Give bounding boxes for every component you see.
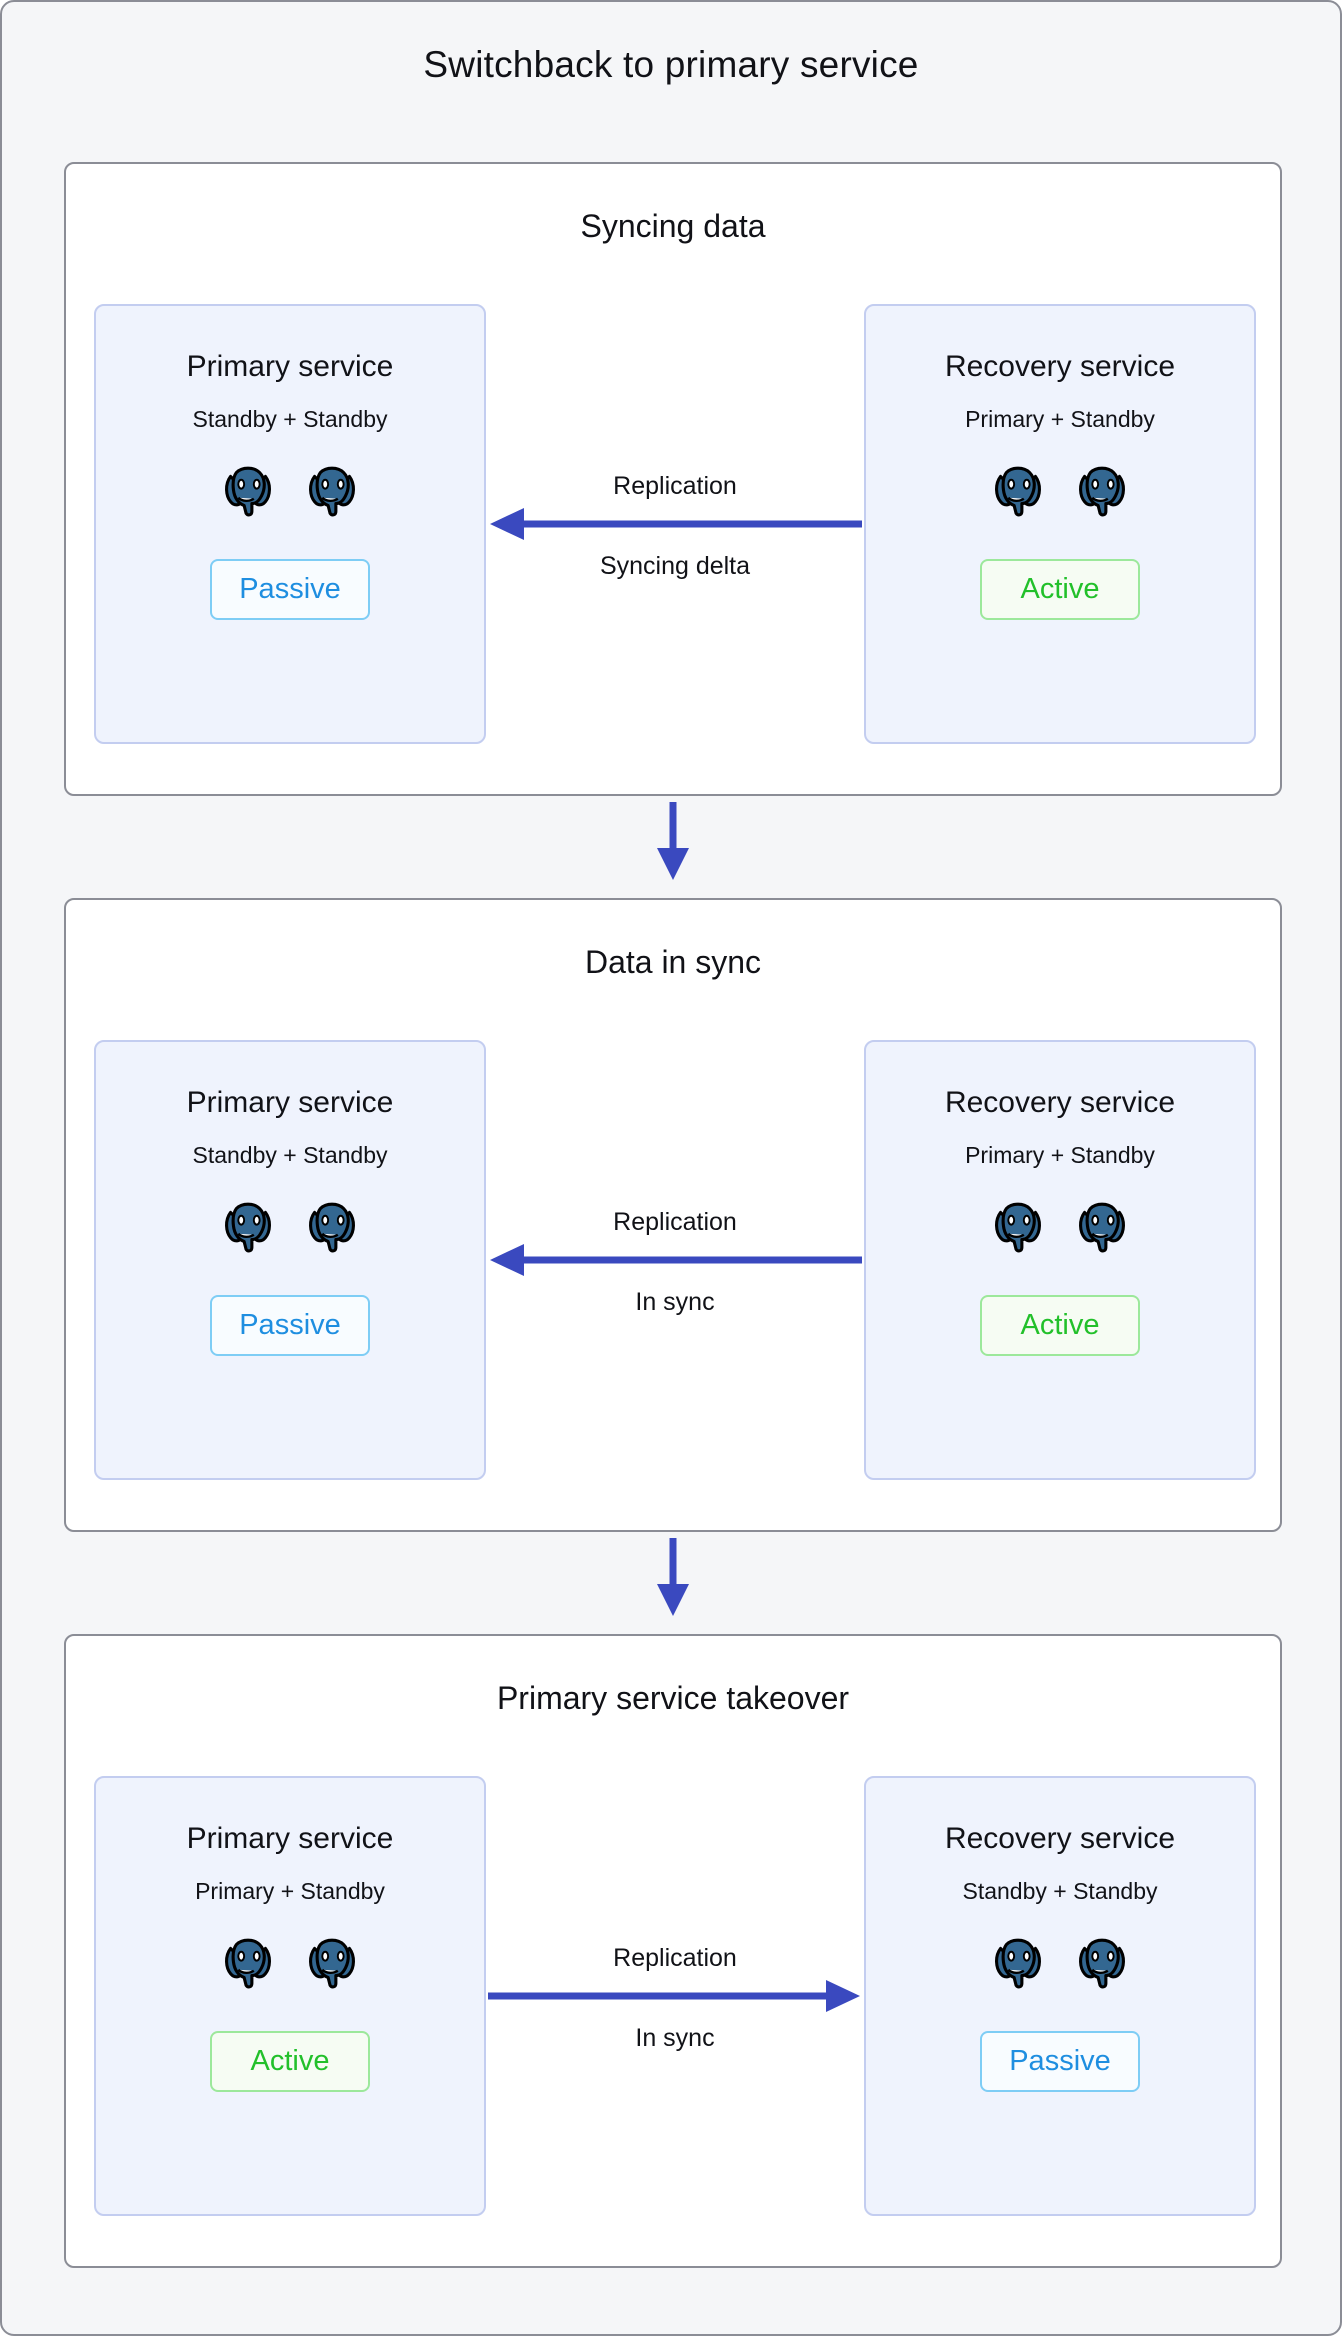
replication-label-bottom: Syncing delta	[599, 552, 751, 580]
replication-label-top: Replication	[613, 1944, 737, 1972]
replication-label-top: Replication	[613, 1208, 737, 1236]
service-role: Standby + Standby	[192, 406, 388, 432]
service-role: Primary + Standby	[965, 1142, 1155, 1168]
postgres-elephant-icon	[995, 466, 1041, 517]
database-node-row	[987, 1931, 1133, 1993]
service-card-primary[interactable]: Primary service Standby + Standby	[94, 1040, 486, 1480]
stage-panel-data-in-sync: Data in sync Primary service Standby + S…	[64, 898, 1282, 1532]
service-card-primary[interactable]: Primary service Primary + Standby	[94, 1776, 486, 2216]
service-name: Primary service	[186, 1086, 394, 1119]
replication-label-bottom: In sync	[635, 2024, 715, 2052]
postgres-elephant-icon	[309, 466, 355, 517]
diagram-title: Switchback to primary service	[423, 44, 919, 85]
stage-transition-arrow	[657, 802, 689, 880]
postgres-elephant-icon	[1079, 466, 1125, 517]
postgres-elephant-icon	[225, 1938, 271, 1989]
service-name: Recovery service	[944, 1822, 1176, 1855]
status-badge: Passive	[980, 2031, 1140, 2092]
service-card-recovery[interactable]: Recovery service Primary + Standby	[864, 304, 1256, 744]
postgres-elephant-icon	[225, 1202, 271, 1253]
database-node-row	[987, 459, 1133, 521]
service-role: Primary + Standby	[195, 1878, 385, 1904]
service-card-recovery[interactable]: Recovery service Primary + Standby	[864, 1040, 1256, 1480]
postgres-elephant-icon	[995, 1202, 1041, 1253]
service-role: Primary + Standby	[965, 406, 1155, 432]
stage-title: Primary service takeover	[496, 1680, 850, 1716]
replication-arrow-left	[490, 1244, 862, 1276]
status-badge: Passive	[210, 1295, 370, 1356]
database-node-row	[217, 1931, 363, 1993]
replication-connector: Replication In sync	[486, 1776, 864, 2216]
service-role: Standby + Standby	[962, 1878, 1158, 1904]
stage-transition-arrow	[657, 1538, 689, 1616]
stage-title: Data in sync	[584, 944, 762, 980]
service-role: Standby + Standby	[192, 1142, 388, 1168]
replication-label-top: Replication	[613, 472, 737, 500]
postgres-elephant-icon	[309, 1938, 355, 1989]
replication-arrow-right	[488, 1980, 860, 2012]
postgres-elephant-icon	[1079, 1938, 1125, 1989]
status-badge: Active	[980, 559, 1140, 620]
stage-panel-primary-service-takeover: Primary service takeover Primary service…	[64, 1634, 1282, 2268]
postgres-elephant-icon	[1079, 1202, 1125, 1253]
status-badge: Active	[210, 2031, 370, 2092]
status-badge: Passive	[210, 559, 370, 620]
service-card-recovery[interactable]: Recovery service Standby + Standby	[864, 1776, 1256, 2216]
replication-arrow-left	[490, 508, 862, 540]
postgres-elephant-icon	[309, 1202, 355, 1253]
status-badge: Active	[980, 1295, 1140, 1356]
service-name: Primary service	[186, 350, 394, 383]
replication-connector: Replication In sync	[486, 1040, 864, 1480]
stage-title: Syncing data	[580, 208, 766, 244]
service-name: Primary service	[186, 1822, 394, 1855]
service-name: Recovery service	[944, 350, 1176, 383]
stage-panel-syncing-data: Syncing data Primary service Standby + S…	[64, 162, 1282, 796]
postgres-elephant-icon	[225, 466, 271, 517]
service-card-primary[interactable]: Primary service Standby + Standby	[94, 304, 486, 744]
database-node-row	[217, 459, 363, 521]
replication-connector: Replication Syncing delta	[486, 304, 864, 744]
replication-label-bottom: In sync	[635, 1288, 715, 1316]
database-node-row	[217, 1195, 363, 1257]
service-name: Recovery service	[944, 1086, 1176, 1119]
database-node-row	[987, 1195, 1133, 1257]
postgres-elephant-icon	[995, 1938, 1041, 1989]
